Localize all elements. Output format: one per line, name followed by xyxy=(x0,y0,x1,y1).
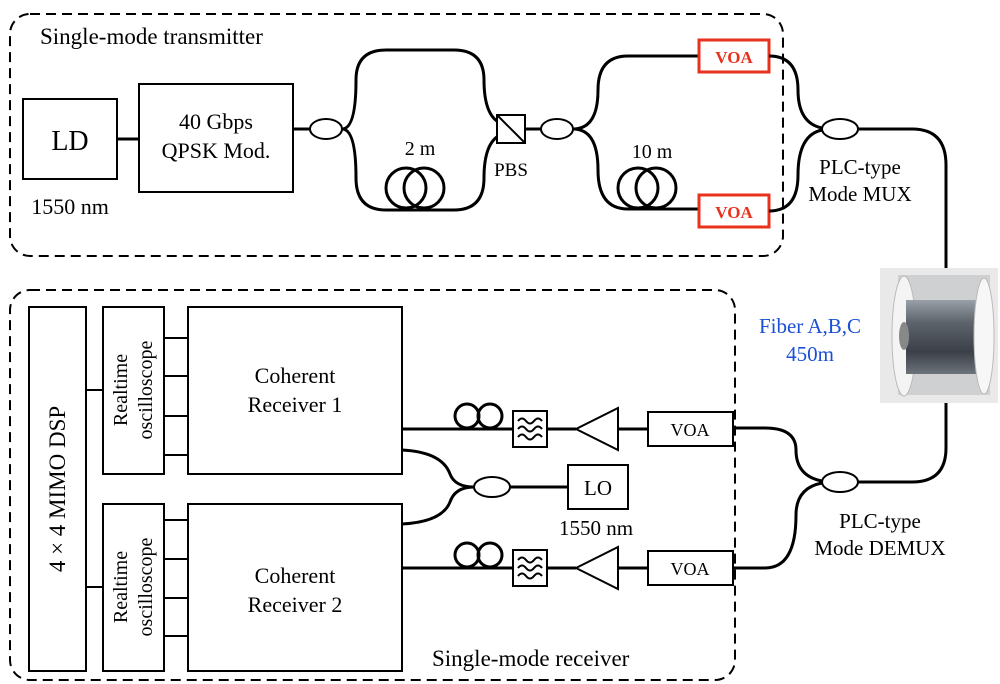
scope1-label-line2: oscilloscope xyxy=(135,340,157,439)
polarization-controller-lower-icon xyxy=(453,541,504,569)
amplifier-upper-icon xyxy=(573,406,619,452)
svg-text:oscilloscope: oscilloscope xyxy=(135,340,157,439)
voa-bottom: VOA xyxy=(697,193,771,229)
fiber-length-label: 450m xyxy=(786,342,834,366)
splitter-coupler-1 xyxy=(309,118,343,140)
voa-lower-label: VOA xyxy=(671,559,710,579)
realtime-oscilloscope-2: Realtime oscilloscope xyxy=(102,503,165,672)
receiver-section-label: Single-mode receiver xyxy=(432,646,630,671)
mimo-dsp: 4 × 4 MIMO DSP xyxy=(28,306,87,672)
receiver-frame xyxy=(9,289,736,681)
fiber-spool-photo xyxy=(880,268,998,403)
rx2-output-lines xyxy=(164,519,188,637)
coherent-receiver-2: Coherent Receiver 2 xyxy=(187,503,403,672)
transmitter-section-label: Single-mode transmitter xyxy=(40,24,263,49)
rx2-label-line2: Receiver 2 xyxy=(248,592,343,617)
mode-demux-coupler xyxy=(821,471,859,493)
demux-type-label: PLC-type xyxy=(839,509,921,533)
dsp-label: 4 × 4 MIMO DSP xyxy=(45,406,70,572)
mode-mux-coupler xyxy=(821,118,859,140)
rx1-label-line2: Receiver 1 xyxy=(248,392,343,417)
svg-text:Realtime: Realtime xyxy=(110,551,132,623)
demux-name-label: Mode DEMUX xyxy=(814,536,945,560)
delay-2m-label: 2 m xyxy=(405,138,436,160)
fiber-spool-10m-icon xyxy=(616,166,678,210)
voa-upper: VOA xyxy=(647,411,734,447)
lo-wavelength-label: 1550 nm xyxy=(559,516,633,540)
mux-type-label: PLC-type xyxy=(819,155,901,179)
svg-text:4 × 4 MIMO DSP: 4 × 4 MIMO DSP xyxy=(45,406,70,572)
lo-splitter-coupler xyxy=(473,476,511,498)
coherent-receiver-1: Coherent Receiver 1 xyxy=(187,306,403,475)
voa-upper-label: VOA xyxy=(671,420,710,440)
scope2-label-line2: oscilloscope xyxy=(135,537,157,636)
modulator-format-label: QPSK Mod. xyxy=(162,138,271,163)
splitter-coupler-2 xyxy=(540,118,574,140)
rx1-output-lines xyxy=(164,337,188,456)
delay-10m-label: 10 m xyxy=(632,141,673,163)
fiber-spool-2m-icon xyxy=(384,166,446,210)
voa-lower: VOA xyxy=(647,550,734,586)
amplifier-lower-icon xyxy=(573,545,619,591)
optical-filter-lower-icon xyxy=(512,549,548,587)
local-oscillator: LO xyxy=(567,464,629,510)
laser-diode: LD xyxy=(22,98,118,180)
laser-diode-label: LD xyxy=(51,126,88,157)
transmitter-frame xyxy=(9,13,784,257)
optical-filter-upper-icon xyxy=(512,410,548,448)
pbs-label: PBS xyxy=(494,160,528,181)
fiber-type-label: Fiber A,B,C xyxy=(759,314,861,338)
lo-label: LO xyxy=(584,476,612,500)
voa-bottom-label: VOA xyxy=(715,203,753,222)
polarization-beam-splitter-icon xyxy=(496,114,526,144)
rx2-label-line1: Coherent xyxy=(255,563,336,588)
voa-top: VOA xyxy=(697,38,771,74)
voa-top-label: VOA xyxy=(715,48,753,67)
polarization-controller-upper-icon xyxy=(453,402,504,430)
rx1-label-line1: Coherent xyxy=(255,363,336,388)
mux-name-label: Mode MUX xyxy=(808,182,911,206)
svg-text:Realtime: Realtime xyxy=(110,354,132,426)
laser-wavelength-label: 1550 nm xyxy=(31,194,109,219)
modulator-rate-label: 40 Gbps xyxy=(179,109,253,134)
svg-text:oscilloscope: oscilloscope xyxy=(135,537,157,636)
realtime-oscilloscope-1: Realtime oscilloscope xyxy=(102,306,165,475)
scope2-label-line1: Realtime xyxy=(110,551,132,623)
qpsk-modulator: 40 Gbps QPSK Mod. xyxy=(138,83,294,193)
scope1-label-line1: Realtime xyxy=(110,354,132,426)
